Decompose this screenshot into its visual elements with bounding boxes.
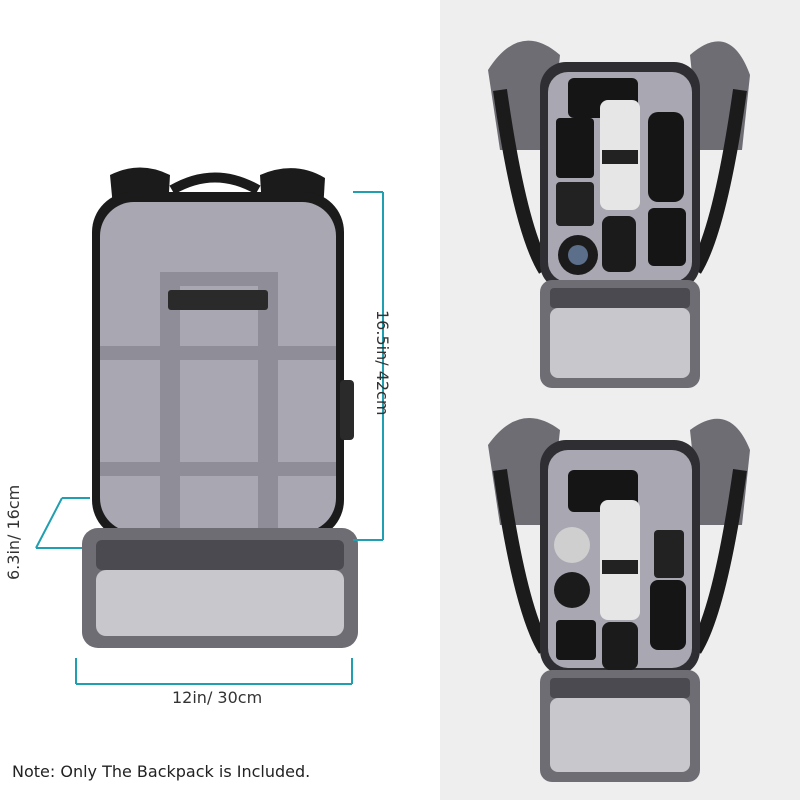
included-note: Note: Only The Backpack is Included. [12, 762, 311, 781]
width-dimension-line [75, 658, 353, 685]
backpack-loaded-bottom [488, 418, 750, 782]
height-dimension-line [353, 191, 384, 541]
depth-dimension-label: 6.3in/ 16cm [4, 484, 23, 580]
backpack-empty [82, 167, 358, 648]
depth-dimension-line [35, 497, 90, 549]
width-dimension-label: 12in/ 30cm [172, 688, 263, 707]
backpack-loaded-top [488, 40, 750, 388]
height-dimension-label: 16.5in/ 42cm [373, 310, 392, 416]
